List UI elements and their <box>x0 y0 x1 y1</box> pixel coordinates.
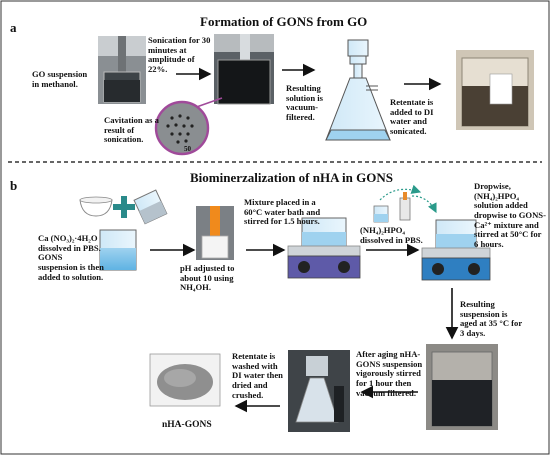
text-nh4-dissolved: (NH₄)₂HPO₄ dissolved in PBS. <box>360 225 423 245</box>
photo-retentate-beaker <box>456 50 534 130</box>
photo-aged-suspension <box>426 344 498 430</box>
product-label: nHA-GONS <box>162 420 212 430</box>
photo-go-suspension <box>98 36 146 104</box>
panel-b-title: Biominerzalization of nHA in GONS <box>190 170 393 185</box>
text-after-aging: After aging nHA-GONS suspension vigorous… <box>356 349 423 398</box>
panel-a-letter: a <box>10 20 17 35</box>
photo-ph-adjust <box>196 206 234 260</box>
text-go-suspension: GO suspension in methanol. <box>32 69 88 89</box>
text-water-bath: Mixture placed in a 60°C water bath and … <box>244 197 321 227</box>
photo-nha-gons-powder <box>149 353 221 407</box>
nh4-reagent-icons <box>373 192 411 223</box>
tilted-beaker-icon <box>133 189 168 225</box>
text-cavitation: Cavitation as a result of sonication. <box>104 115 159 145</box>
cavitation-zoom <box>154 97 223 156</box>
hotplate-stirrer-2 <box>421 219 491 281</box>
photo-vacuum-filtered <box>288 350 350 432</box>
dashed-arrow-1 <box>379 184 422 201</box>
panel-b-letter: b <box>10 178 18 193</box>
text-retentate-a: Retentate is added to DI water and sonic… <box>390 97 434 136</box>
hotplate-stirrer-1 <box>287 217 361 279</box>
dashed-arrow-2 <box>411 195 437 214</box>
text-ca-nitrate: Ca (NO₃)₂·4H₂O dissolved in PBS. GONS su… <box>38 233 104 282</box>
text-sonication: Sonication for 30 minutes at amplitude o… <box>148 35 211 74</box>
text-vacuum-filtered: Resulting solution is vacuum-filtered. <box>286 83 324 122</box>
text-retentate-b: Retentate is washed with DI water then d… <box>232 351 283 400</box>
zoom-scale-label: 50 <box>184 145 191 153</box>
vacuum-filter-flask <box>325 39 391 141</box>
panel-a-title: Formation of GONS from GO <box>200 14 368 29</box>
photo-sonication <box>214 34 274 105</box>
text-ph-adjust: pH adjusted to about 10 using NH₄OH. <box>180 263 235 293</box>
beaker-ca-solution <box>99 229 137 271</box>
text-aged: Resulting suspension is aged at 35 °C fo… <box>460 299 522 338</box>
text-dropwise: Dropwise, (NH₄)₂HPO₄ solution added drop… <box>474 181 546 249</box>
reagent-bowl-icon <box>79 196 113 217</box>
plus-icon <box>113 196 135 218</box>
